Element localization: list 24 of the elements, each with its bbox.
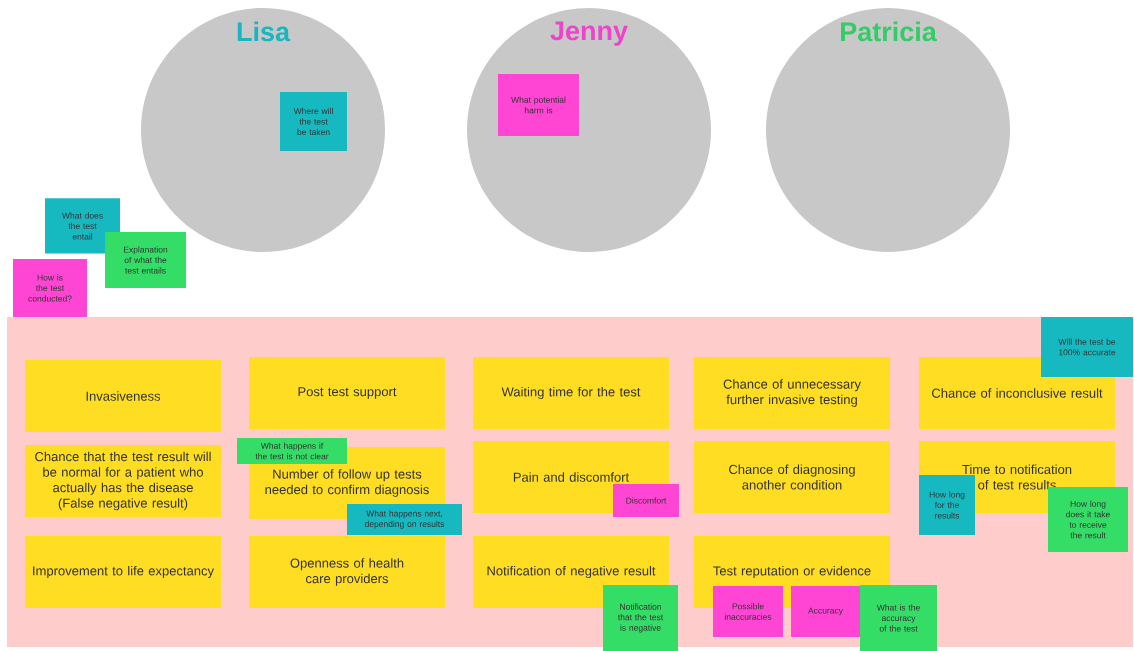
criterion-card: Chance of unnecessary further invasive testing: [694, 357, 890, 429]
criterion-card: Openness of health care providers: [249, 536, 445, 608]
criterion-card: Invasiveness: [25, 360, 221, 432]
criterion-card: Chance of diagnosing another condition: [694, 441, 890, 513]
sticky-note: How long for the results: [919, 475, 975, 535]
sticky-note: What happens next, depending on results: [347, 504, 462, 535]
criterion-card: Chance that the test result will be normal for a patient who actually has the disease (False negative result): [25, 445, 221, 517]
sticky-note: What is the accuracy of the test: [860, 585, 937, 651]
sticky-note: What happens if the test is not clear: [237, 438, 347, 464]
sticky-note: Accuracy: [791, 586, 860, 637]
sticky-note: How is the test conducted?: [13, 259, 87, 317]
sticky-note: What potential harm is: [498, 74, 579, 136]
criterion-card: Chance of inconclusive result: [919, 357, 1115, 429]
sticky-note: Where will the test be taken: [280, 92, 347, 151]
sticky-note: What does the test entail: [45, 198, 120, 254]
criterion-card: Improvement to life expectancy: [25, 536, 221, 608]
sticky-note: Discomfort: [613, 484, 679, 517]
sticky-note: How long does it take to receive the result: [1048, 487, 1128, 552]
sticky-note: Possible inaccuracies: [713, 586, 783, 637]
sticky-note: Notification that the test is negative: [603, 585, 678, 651]
sticky-note: Explanation of what the test entails: [105, 232, 186, 288]
criterion-card: Post test support: [249, 357, 445, 429]
sticky-note: Will the test be 100% accurate: [1041, 317, 1133, 377]
criterion-card: Waiting time for the test: [473, 357, 669, 429]
